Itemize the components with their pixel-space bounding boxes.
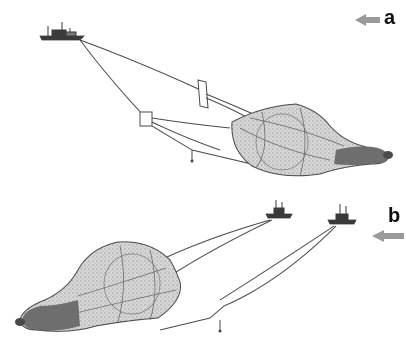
panel-label-a: a xyxy=(384,8,395,28)
weight-icon xyxy=(219,330,222,333)
panel-label-b: b xyxy=(388,206,400,226)
arrow-left-icon xyxy=(372,230,404,242)
trawler-icon xyxy=(40,22,84,40)
cod-end xyxy=(334,146,388,165)
weight-icon xyxy=(191,160,194,163)
panel-a xyxy=(40,14,393,176)
trawler-icon xyxy=(266,200,292,218)
arrow-left-icon xyxy=(355,14,380,26)
warp-lines xyxy=(80,40,205,118)
trawl-net-icon xyxy=(15,242,181,332)
panel-b xyxy=(15,200,404,333)
trawl-net-icon xyxy=(232,104,393,176)
otter-board-icon xyxy=(140,80,208,126)
trawler-icon xyxy=(328,204,356,224)
